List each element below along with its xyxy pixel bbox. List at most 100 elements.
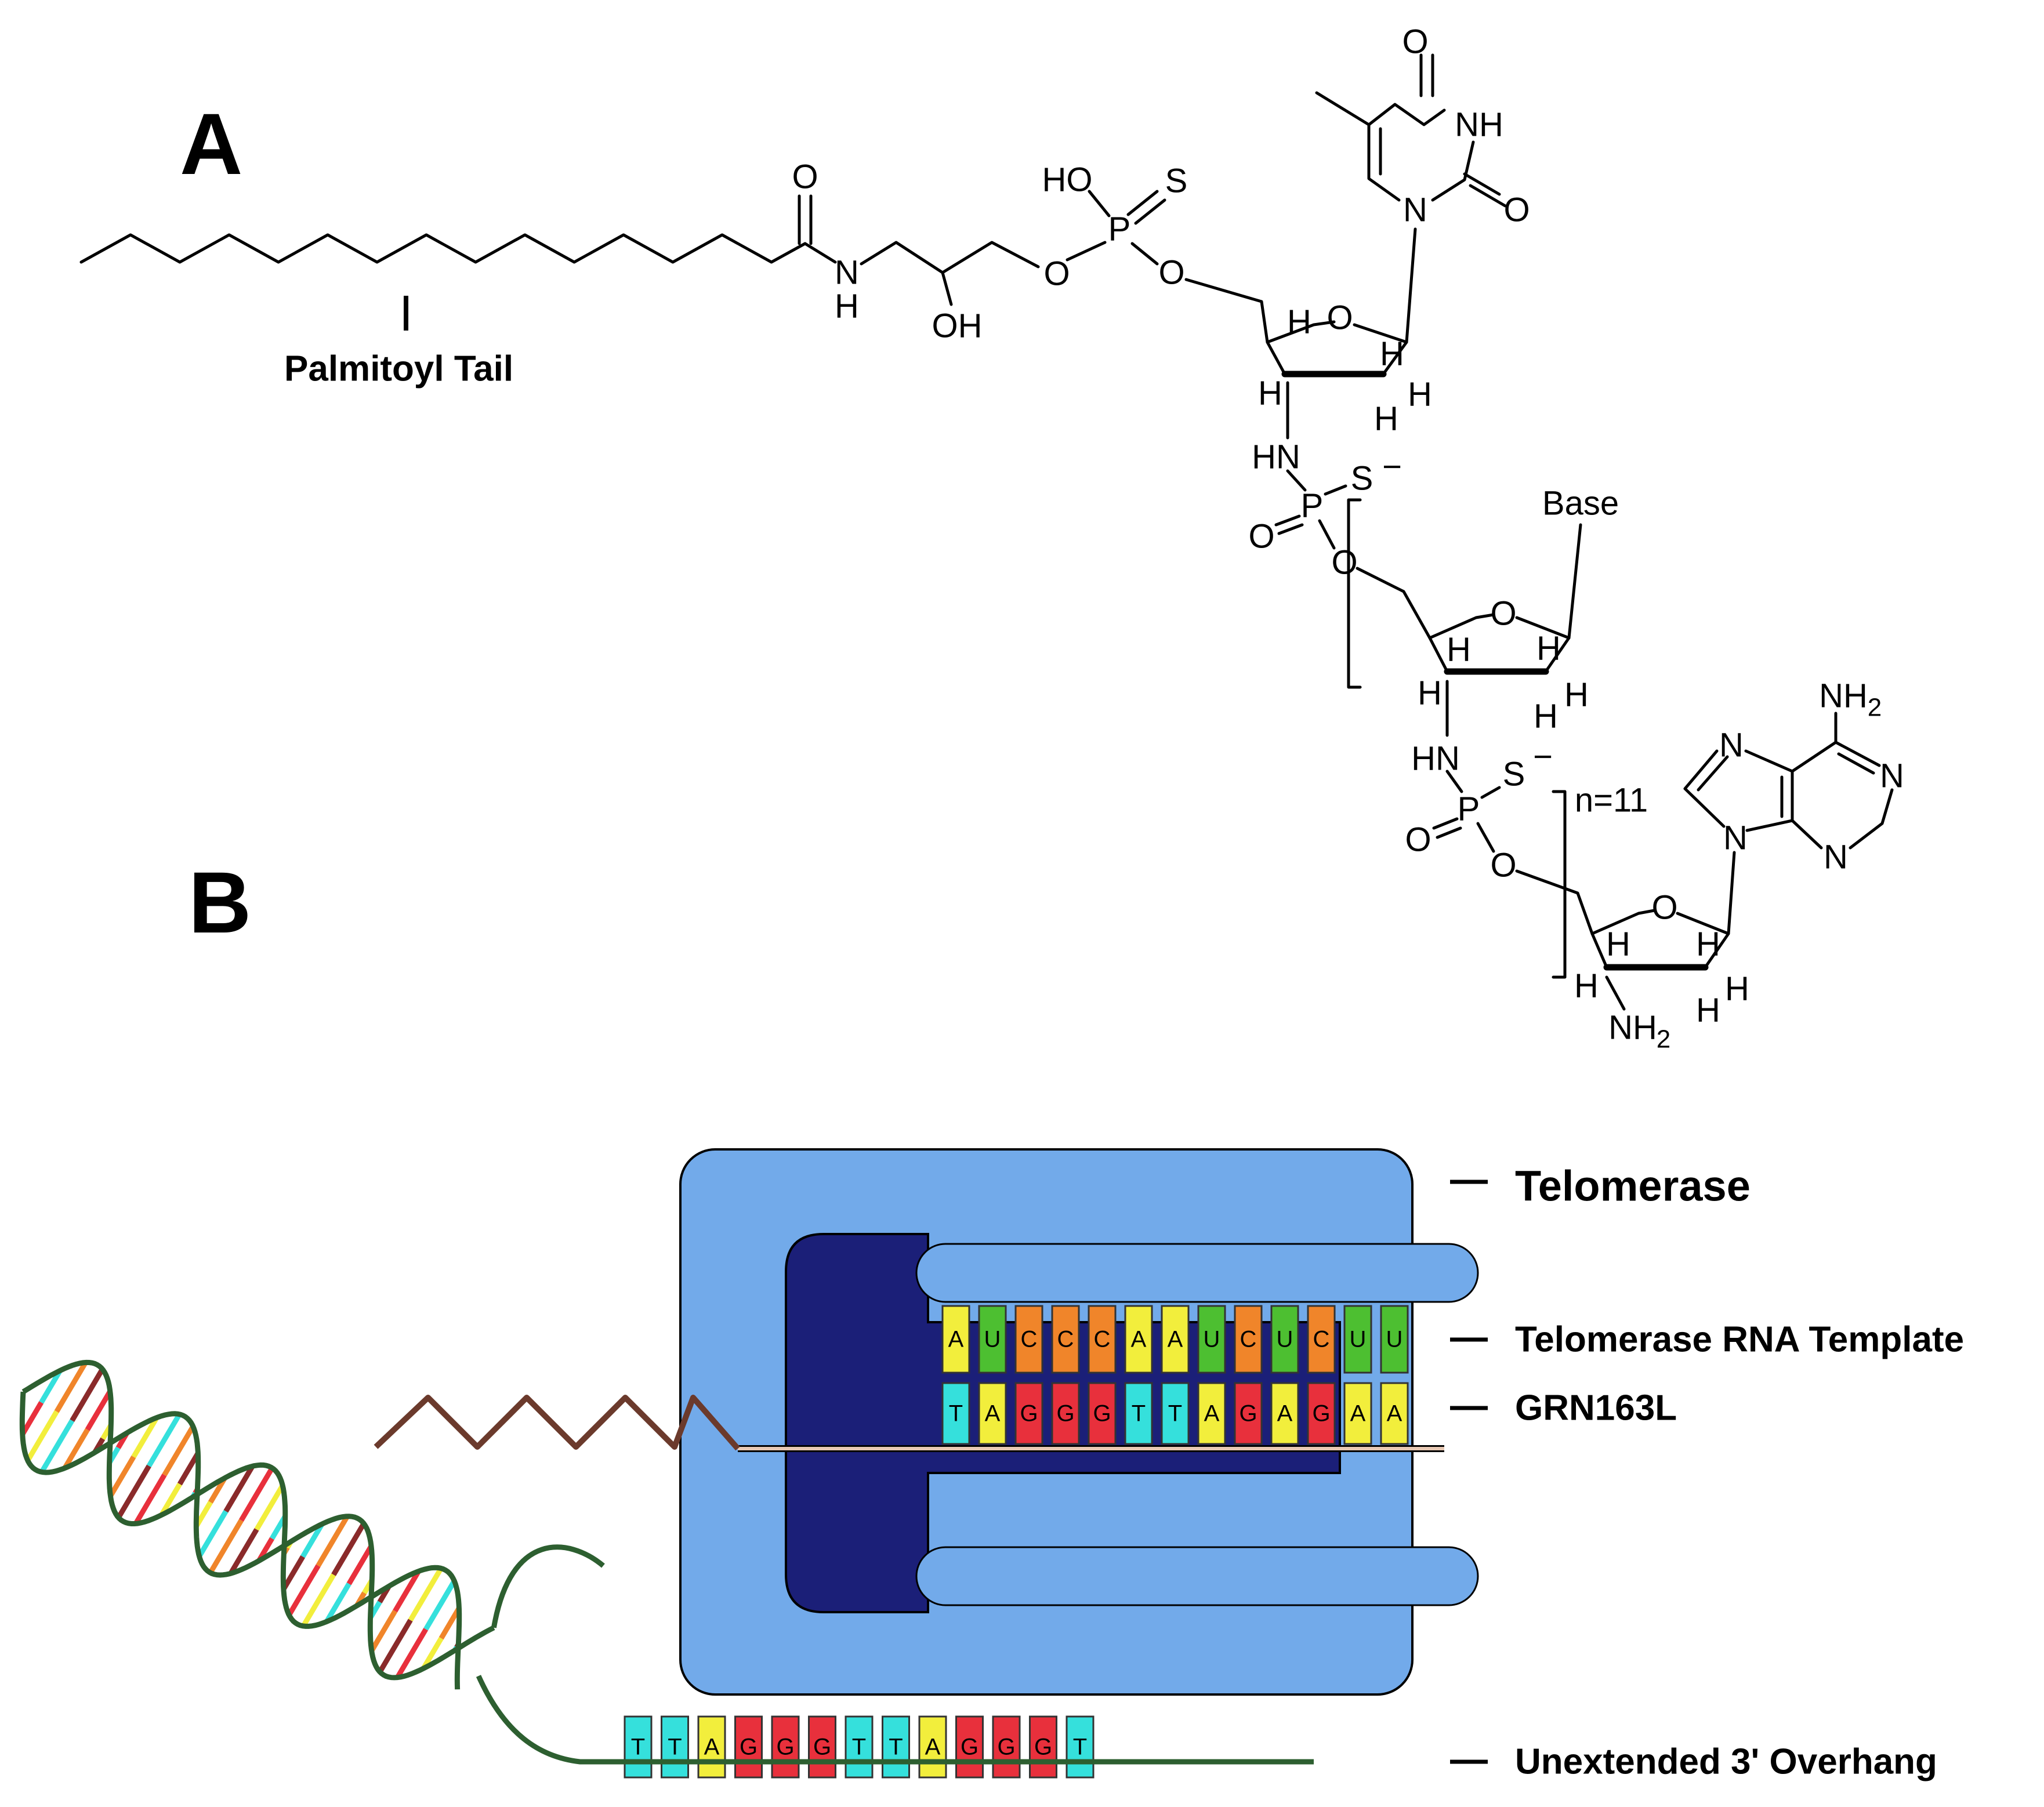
panel-label-a: A [180,95,242,193]
atom-p: P [1301,487,1324,525]
atom-s-minus: S [1351,460,1373,498]
repeat-bracket-right [1552,790,1567,979]
atom-n: N [835,254,859,292]
atom-n: N [1824,839,1848,876]
nucleotide-box [1051,1305,1080,1374]
base-pair-rung [438,1606,462,1640]
nucleotide-box [771,1715,800,1779]
base-pair-rung [177,1452,201,1486]
telomerase-upper-arm [915,1243,1479,1303]
nucleotide-letter: G [1239,1401,1257,1427]
glycerol-backbone [860,241,1040,274]
thymine-ring [1367,103,1446,202]
atom-nh2: NH [1608,1009,1657,1047]
imidazole-ring [1683,749,1726,828]
atom-h: H [1408,376,1432,413]
nucleotide-letter: A [1277,1401,1293,1427]
purine-ring [1744,749,1794,832]
atom-h: H [1536,630,1561,667]
dna-backbone-strand [19,1391,495,1681]
nucleotide-letter: U [1350,1327,1367,1352]
base-pair-rung [133,1474,167,1525]
telomerase-lower-arm [915,1546,1479,1606]
nucleotide-box [1124,1382,1153,1445]
carbonyl-bond [1469,184,1507,208]
atom-h: H [1696,992,1720,1029]
base-pair-rung [378,1619,413,1674]
atom-h: H [1287,303,1311,341]
dna-backbone-strand [21,1359,462,1690]
base-label: Base [1542,485,1619,522]
nucleotide-letter: G [997,1735,1015,1760]
nucleotide-letter: G [776,1735,794,1760]
nucleotide-letter: A [1168,1327,1183,1352]
nucleotide-letter: G [1093,1401,1111,1427]
imidazole-double-bond [1697,755,1729,792]
nucleotide-box [978,1382,1007,1445]
nucleotide-box [1088,1305,1117,1374]
nucleotide-box [1234,1305,1263,1374]
purine-ring [1849,788,1894,850]
atom-h: H [1258,375,1282,412]
label-grn163l: GRN163L [1515,1388,1677,1428]
nucleotide-letter: A [1204,1401,1220,1427]
base-pair-rung [423,1579,457,1631]
atom-h: H [1696,926,1720,963]
methyl-bond [1315,91,1371,126]
nucleotide-box [1051,1382,1080,1445]
nucleotide-letter: G [961,1735,978,1760]
base-bond [1567,523,1582,640]
atom-nh: NH [1455,106,1503,144]
base-pair-rung [254,1484,285,1531]
atom-h: H [1606,926,1630,963]
atom-n: N [1719,727,1744,764]
nucleotide-letter: G [1056,1401,1074,1427]
glycosidic-bond [1727,851,1736,935]
nucleotide-letter: T [852,1735,866,1760]
nucleotide-box [882,1715,910,1779]
base-pair-rung [301,1573,336,1628]
base-pair-rung [39,1369,63,1404]
atom-h: H [1574,967,1599,1005]
nucleotide-letter: A [925,1735,941,1760]
atom-s: S [1165,162,1188,200]
atom-ring-o: O [1651,889,1677,927]
base-pair-rung [159,1482,182,1516]
atom-o: O [1331,544,1357,582]
nucleotide-box [1307,1305,1336,1374]
nucleotide-box [1197,1305,1226,1374]
base-pair-rung [70,1367,105,1422]
base-pair-rung [393,1570,421,1613]
base-pair-rung [223,1465,255,1513]
nucleotide-letter: U [984,1327,1001,1352]
thymine-ring [1431,140,1475,202]
base-pair-rung [146,1413,182,1468]
phosphoryl-bond [1277,523,1304,535]
bond [1605,975,1626,1011]
dna-double-helix [19,1359,605,1690]
palmitoyl-chain [79,233,807,264]
atom-hn: HN [1411,740,1460,778]
atom-nh2: NH [1819,677,1868,715]
nucleotide-box [1161,1382,1190,1445]
nucleotide-letter: T [1168,1401,1182,1427]
nucleotide-letter: U [1204,1327,1220,1352]
subscript-2: 2 [1868,694,1882,722]
base-pair-rung [369,1609,398,1653]
nucleotide-letter: G [1020,1401,1038,1427]
nucleotide-letter: G [1312,1401,1330,1427]
nucleotide-box [1343,1305,1372,1374]
bond [1130,242,1159,266]
panel-label-b: B [189,854,251,951]
nucleotide-box [955,1715,984,1779]
atom-ring-o: O [1490,595,1516,633]
nucleotide-letter: T [949,1401,963,1427]
nucleotide-box [1066,1715,1095,1779]
phosphoryl-bond [1432,817,1459,830]
sugar-ring [1590,909,1656,935]
phosphoryl-bond [1274,514,1301,527]
nucleotide-letter: A [1350,1401,1366,1427]
nucleotide-letter: C [1313,1327,1330,1352]
base-pair-rung [85,1389,113,1431]
